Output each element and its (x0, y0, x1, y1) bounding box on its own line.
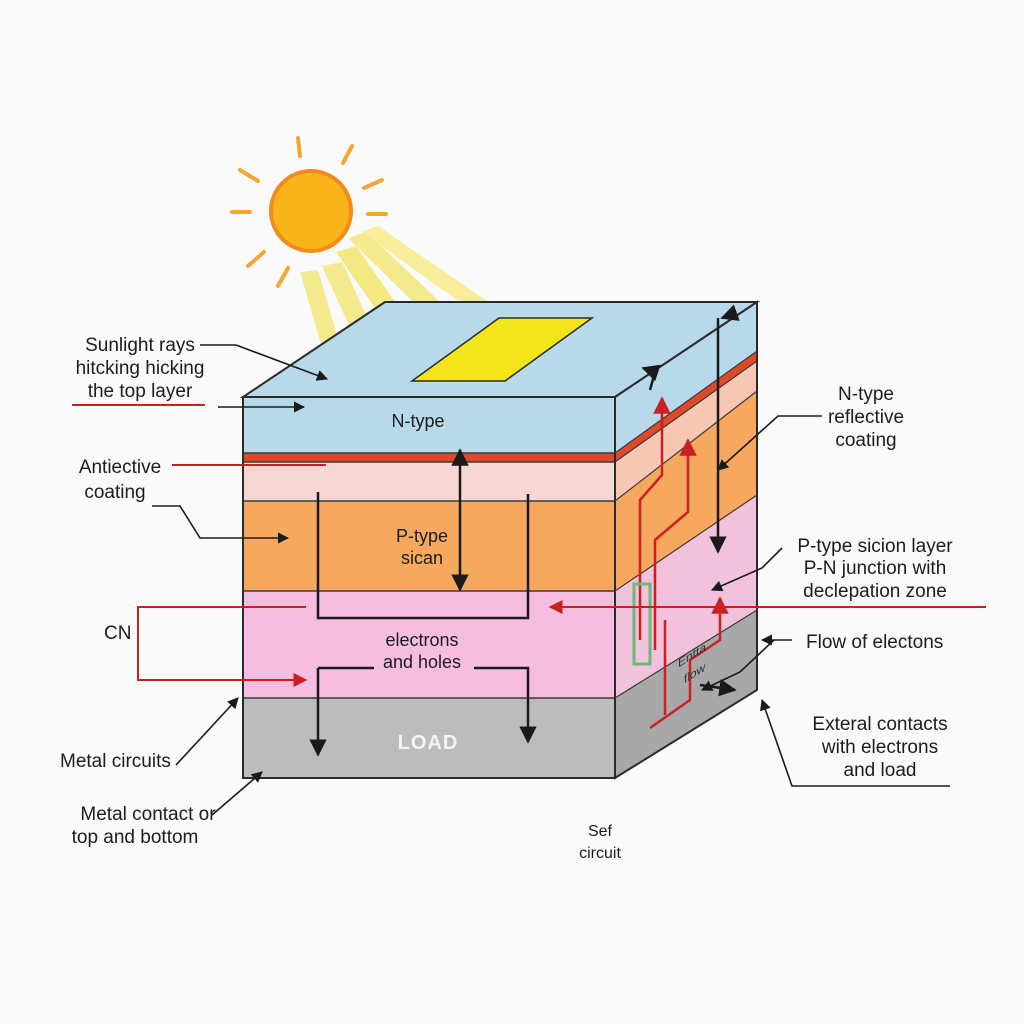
label-metal-contact-1: Metal contact or (80, 804, 216, 825)
side-n-layer (615, 302, 757, 453)
label-ptype-right-3: declepation zone (803, 581, 947, 602)
label-load: LOAD (397, 732, 459, 754)
label-ntype-right-2: reflective (827, 407, 905, 428)
label-metal-circuits: Metal circuits (60, 751, 171, 772)
side-light-layer (615, 361, 757, 501)
label-self-circuit-2: circuit (579, 845, 621, 862)
side-orange-layer (615, 391, 757, 591)
leader-lines (152, 344, 950, 816)
side-circuit-wires (638, 304, 740, 730)
label-sunlight-1: Sunlight rays (85, 335, 195, 356)
label-ptype-right-1: P-type sicion layer (797, 536, 953, 557)
label-antireflective-2: coating (84, 482, 146, 503)
layer-dividers (243, 452, 615, 699)
red-strip (243, 453, 615, 462)
label-sunlight-2: hitcking hicking (75, 358, 205, 379)
front-circuit-wires (309, 448, 537, 757)
label-flow-of-electrons: Flow of electons (806, 632, 944, 653)
sun-icon (230, 136, 388, 288)
cell-side-outline (614, 300, 758, 780)
label-ntype-right-3: coating (835, 430, 897, 451)
metal-base-layer (243, 698, 615, 778)
cn-loop-wire (137, 464, 986, 687)
label-ptype-right-2: P-N junction with (803, 558, 947, 579)
label-sunlight-3: the top layer (87, 381, 193, 402)
label-electrons-2: and holes (382, 652, 462, 672)
label-metal-contact-2: top and bottom (71, 827, 199, 848)
top-contact-patch (409, 317, 595, 382)
label-p-type-block-2: sican (400, 548, 444, 568)
side-green-contact (632, 582, 652, 666)
label-external-1: Exteral contacts (812, 714, 948, 735)
label-electrons-1: electrons (385, 630, 459, 650)
side-red-strip (615, 351, 757, 462)
label-ntype-right-1: N-type (838, 384, 894, 405)
antireflective-layer (243, 462, 615, 501)
label-external-2: with electrons (821, 737, 939, 758)
side-dividers (614, 350, 758, 699)
p-type-layer (243, 501, 615, 591)
label-p-type-block-1: P-type (395, 526, 449, 546)
label-external-3: and load (843, 760, 917, 781)
label-cn: CN (104, 623, 132, 644)
label-self-circuit-1: Sef (587, 823, 612, 840)
label-antireflective-1: Antiective (78, 457, 162, 478)
side-metal-layer (615, 610, 757, 778)
label-n-type-block: N-type (391, 411, 445, 431)
